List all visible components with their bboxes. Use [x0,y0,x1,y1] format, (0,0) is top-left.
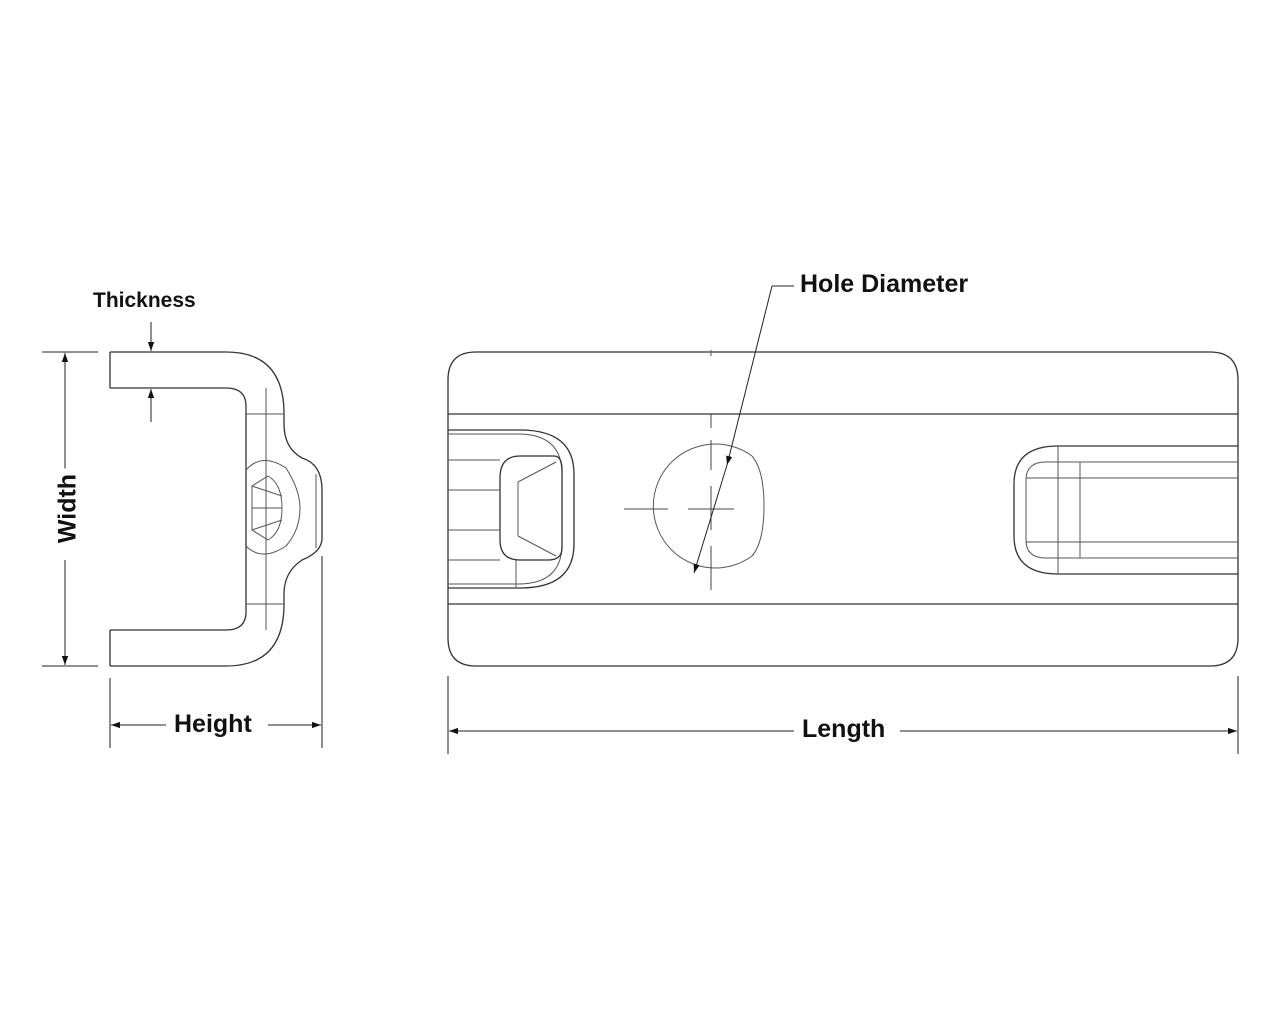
thickness-label: Thickness [93,289,196,312]
hole-diameter-leader [693,285,794,574]
width-dimension [42,351,98,667]
right-slot [1013,445,1238,575]
length-dimension [447,676,1239,754]
hole [624,414,765,590]
left-slot [448,429,575,589]
height-label: Height [170,712,256,737]
side-view [109,351,323,667]
length-label: Length [798,717,890,742]
hole-diameter-label: Hole Diameter [800,270,969,298]
height-dimension [109,556,323,748]
front-view [447,350,1239,667]
side-view-inner-profile [110,387,247,631]
width-label: Width [54,468,82,549]
side-view-outer-profile [110,351,323,667]
front-view-outline [447,351,1239,667]
